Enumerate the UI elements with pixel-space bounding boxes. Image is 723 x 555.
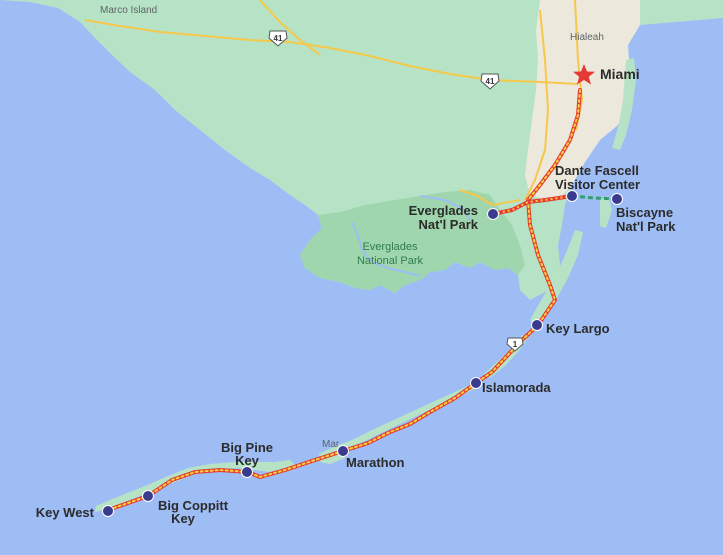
marathon-label: Marathon bbox=[346, 455, 405, 470]
middle-keys-land bbox=[318, 385, 476, 458]
biscayne-label-line1: Biscayne bbox=[616, 205, 673, 220]
big-pine-location-dot-icon[interactable] bbox=[241, 466, 253, 478]
dante-label-line1: Dante Fascell bbox=[555, 163, 639, 178]
big-coppitt-label-line2: Key bbox=[171, 511, 196, 526]
dante-location-dot-icon[interactable] bbox=[566, 190, 578, 202]
us1-shield: 1 bbox=[506, 337, 524, 352]
everglades-waterway bbox=[351, 221, 421, 277]
key-largo-location-dot-icon[interactable] bbox=[531, 319, 543, 331]
everglades-location-dot-icon[interactable] bbox=[487, 208, 499, 220]
us41-shield-a-label: 41 bbox=[274, 34, 283, 43]
everglades-park-land bbox=[300, 190, 525, 293]
everglades-route-line bbox=[492, 194, 573, 216]
big-pine-label-line2: Key bbox=[235, 453, 260, 468]
biscayne-location-dot-icon[interactable] bbox=[611, 193, 623, 205]
islamorada-location-dot-icon[interactable] bbox=[470, 377, 482, 389]
marco-island-label: Marco Island bbox=[100, 5, 157, 16]
key-west-label: Key West bbox=[36, 505, 95, 520]
big-coppitt-location-dot-icon[interactable] bbox=[142, 490, 154, 502]
big-coppitt-label-line1: Big Coppitt bbox=[158, 498, 229, 513]
everglades-road bbox=[459, 189, 521, 207]
miami-label: Miami bbox=[600, 66, 640, 82]
biscayne-keys bbox=[600, 196, 612, 228]
key-west-location-dot-icon[interactable] bbox=[102, 505, 114, 517]
key-largo-label: Key Largo bbox=[546, 321, 610, 336]
us41-shield-b-label: 41 bbox=[486, 77, 495, 86]
us1-shield-label: 1 bbox=[513, 340, 518, 349]
everglades-label-line1: Everglades bbox=[409, 203, 478, 218]
islamorada-label: Islamorada bbox=[482, 380, 551, 395]
everglades-waterway-2 bbox=[419, 195, 471, 221]
us41-shield-b: 41 bbox=[480, 73, 500, 90]
big-pine-label-line1: Big Pine bbox=[221, 440, 273, 455]
barrier-island bbox=[612, 58, 636, 150]
everglades-np-label-line2: National Park bbox=[357, 255, 424, 267]
state-road bbox=[524, 9, 550, 201]
biscayne-label-line2: Nat'l Park bbox=[616, 219, 676, 234]
everglades-np-label-line1: Everglades bbox=[362, 241, 418, 253]
marathon-location-dot-icon[interactable] bbox=[337, 445, 349, 457]
star-icon[interactable] bbox=[573, 64, 595, 85]
us41-shield-a: 41 bbox=[268, 30, 288, 47]
dante-label-line2: Visitor Center bbox=[555, 177, 640, 192]
mar-label: Mar bbox=[322, 439, 340, 450]
hialeah-label: Hialeah bbox=[570, 32, 604, 43]
everglades-label-line2: Nat'l Park bbox=[419, 217, 479, 232]
key-largo-land bbox=[530, 230, 583, 325]
tamiami-trail-road bbox=[259, 0, 321, 56]
